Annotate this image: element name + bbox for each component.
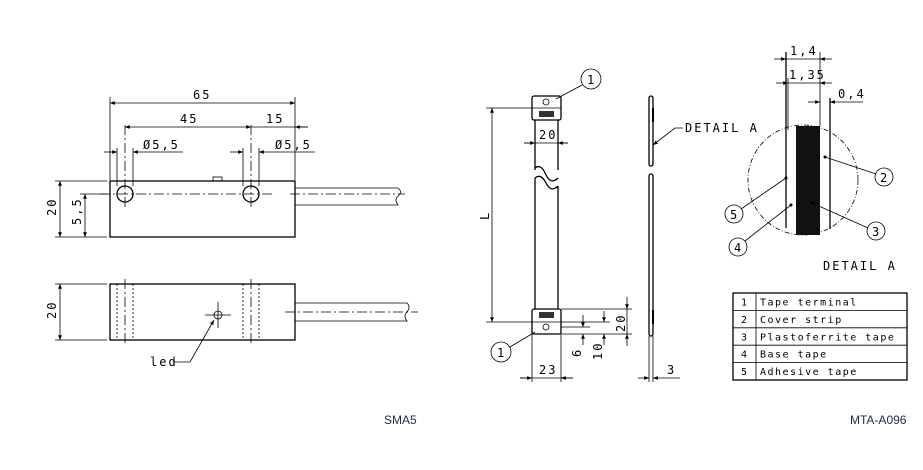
dim-total-thickness: 1,4 <box>790 44 818 58</box>
dim-end-offset: 15 <box>266 112 284 126</box>
detail-a-section: 1,4 1,35 0,4 2 3 5 4 DETAIL A <box>724 44 897 273</box>
dim-hole-spacing: 45 <box>180 112 198 126</box>
caption-mta-a096: MTA-A096 <box>850 413 907 427</box>
led-label: led <box>150 355 178 369</box>
balloon-bottom <box>490 341 512 363</box>
dim-height-bottom: 20 <box>45 301 59 319</box>
sensor-top-view: 65 45 15 Ø5,5 Ø5,5 20 5,5 <box>45 88 405 238</box>
dim-height-top: 20 <box>45 198 59 216</box>
part-name: Cover strip <box>760 315 843 326</box>
dim-inner-thickness: 1,35 <box>789 68 826 82</box>
table-row: 5 Adhesive tape <box>741 367 858 378</box>
parts-table: 1 Tape terminal 2 Cover strip 3 Plastoferri… <box>732 292 908 381</box>
dim-tape-width: 20 <box>539 128 557 142</box>
detail-a-leader-label: DETAIL A <box>685 121 759 135</box>
table-row: 3 Plastoferrite tape <box>741 332 895 343</box>
balloon-top <box>580 68 602 90</box>
table-row: 1 Tape terminal <box>741 298 858 309</box>
dim-hole-height: 5,5 <box>70 197 84 225</box>
part-number: 5 <box>741 367 749 378</box>
dim-thickness: 3 <box>667 363 676 377</box>
dim-length: L <box>478 211 492 220</box>
dim-terminal-height: 20 <box>614 314 628 332</box>
magnetic-tape-view: 1 1 L 20 23 20 10 6 <box>478 68 632 382</box>
dim-offset-6: 6 <box>570 348 584 357</box>
dim-overall-length: 65 <box>193 88 211 102</box>
dim-offset-10: 10 <box>591 342 605 360</box>
tape-side-view: DETAIL A 3 <box>638 95 759 382</box>
dim-hole-diameter-left: Ø5,5 <box>143 138 180 152</box>
part-name: Base tape <box>760 350 828 361</box>
part-name: Tape terminal <box>760 298 858 309</box>
sensor-front-view: led 20 <box>45 279 418 369</box>
table-row: 2 Cover strip <box>741 315 843 326</box>
dim-cover-thickness: 0,4 <box>838 87 866 101</box>
part-number: 1 <box>741 298 749 309</box>
balloon-bottom-label: 1 <box>497 346 506 360</box>
detail-a-title: DETAIL A <box>823 259 897 273</box>
balloon-3: 3 <box>872 225 881 239</box>
balloon-5: 5 <box>730 208 739 222</box>
table-row: 4 Base tape <box>741 350 828 361</box>
balloon-top-label: 1 <box>587 73 596 87</box>
part-number: 2 <box>741 315 749 326</box>
balloon-2: 2 <box>880 171 889 185</box>
part-name: Plastoferrite tape <box>760 332 895 343</box>
balloon-4: 4 <box>734 241 743 255</box>
part-number: 4 <box>741 350 749 361</box>
caption-sma5: SMA5 <box>384 413 417 427</box>
part-name: Adhesive tape <box>760 367 858 378</box>
dim-hole-diameter-right: Ø5,5 <box>275 138 312 152</box>
dim-terminal-width: 23 <box>539 363 557 377</box>
part-number: 3 <box>741 332 749 343</box>
